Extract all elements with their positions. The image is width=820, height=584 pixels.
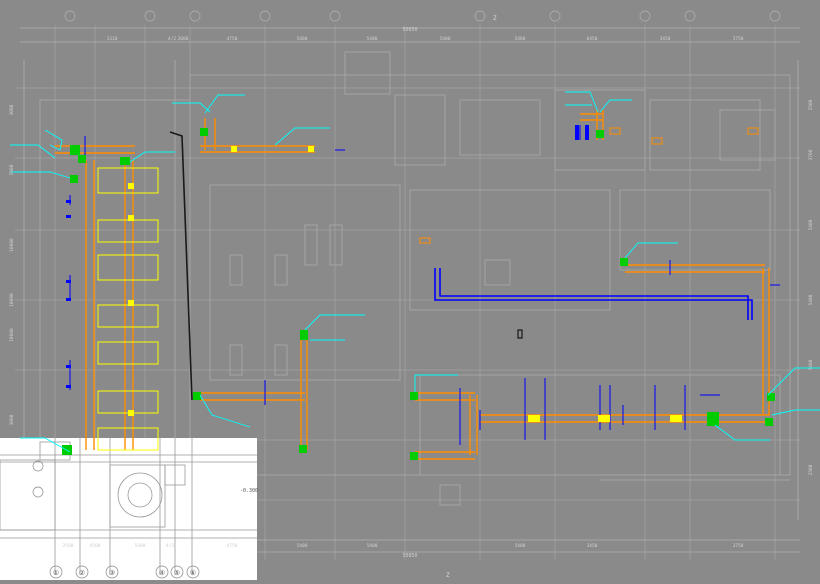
left-dim-text: 10000 <box>9 328 15 342</box>
grid-axis-bubble-label: ③ <box>109 569 115 577</box>
room-tags <box>419 127 759 244</box>
right-dim-text: 3700 <box>808 149 814 160</box>
right-dim-text: 5400 <box>808 359 814 370</box>
top-dim-text: 6450 <box>587 36 598 42</box>
bottom-dim-text: 5400 <box>135 543 146 549</box>
bottom-dim-text: 2500 <box>63 543 74 549</box>
bottom-dim-text: 4750 <box>227 543 238 549</box>
elevation-label: -0.300 <box>240 488 258 494</box>
top-dim-text: 2000 <box>178 36 189 42</box>
bottom-total-dimension: 50850 <box>402 553 417 559</box>
dimension-texts: 50850 50850 Z Z -0.300 <box>240 15 497 579</box>
bottom-dim-text: 5400 <box>515 543 526 549</box>
piping <box>434 268 753 320</box>
top-dim-text: 5400 <box>515 36 526 42</box>
grid-axis-bubble-label: ⑥ <box>190 569 196 577</box>
bottom-dim-text: 4/2 <box>166 543 174 549</box>
top-dim-text: 3450 <box>660 36 671 42</box>
right-dim-text: 2500 <box>808 99 814 110</box>
top-axis-bubbles <box>64 10 781 22</box>
bottom-dim-text: 3750 <box>733 543 744 549</box>
walls <box>39 51 791 506</box>
top-dim-text: 3750 <box>733 36 744 42</box>
right-dim-text: 5400 <box>808 219 814 230</box>
bottom-dim-text: 4500 <box>90 543 101 549</box>
section-boundary-line <box>169 131 193 401</box>
center-mark <box>517 329 523 339</box>
left-dim-text: 5900 <box>9 164 15 175</box>
grid-axis-bubble-label: ⑤ <box>174 569 180 577</box>
top-dim-text: 4750 <box>227 36 238 42</box>
left-dim-text: 3000 <box>9 104 15 115</box>
bottom-axis-label: Z <box>446 572 450 579</box>
top-dim-text: 5400 <box>440 36 451 42</box>
pipe-branches <box>69 125 780 445</box>
bottom-dim-text: 5400 <box>297 543 308 549</box>
left-dim-text: 10000 <box>9 293 15 307</box>
right-dim-text: 2500 <box>808 464 814 475</box>
top-dim-text: 5400 <box>297 36 308 42</box>
top-dim-text: 4/2 <box>168 36 176 42</box>
pipe-markers <box>66 125 589 388</box>
bottom-dim-text: 5400 <box>367 543 378 549</box>
right-dim-text: 5400 <box>808 294 814 305</box>
top-total-dimension: 50850 <box>402 27 417 33</box>
grid-axis-bubble-label: ② <box>79 569 85 577</box>
leader-lines <box>10 91 820 453</box>
duct-dampers <box>128 146 682 422</box>
top-right-mark: Z <box>493 15 497 22</box>
grid-axis-bubble-label: ① <box>53 569 59 577</box>
left-dim-text: 3000 <box>9 414 15 425</box>
top-dim-text: 5400 <box>367 36 378 42</box>
inset-axis-bubbles <box>32 460 200 579</box>
bottom-dim-text: 3450 <box>587 543 598 549</box>
detail-inset <box>0 438 257 580</box>
left-dim-text: 10000 <box>9 238 15 252</box>
top-dim-text: 1310 <box>107 36 118 42</box>
grid-axis-bubble-label: ④ <box>159 569 165 577</box>
